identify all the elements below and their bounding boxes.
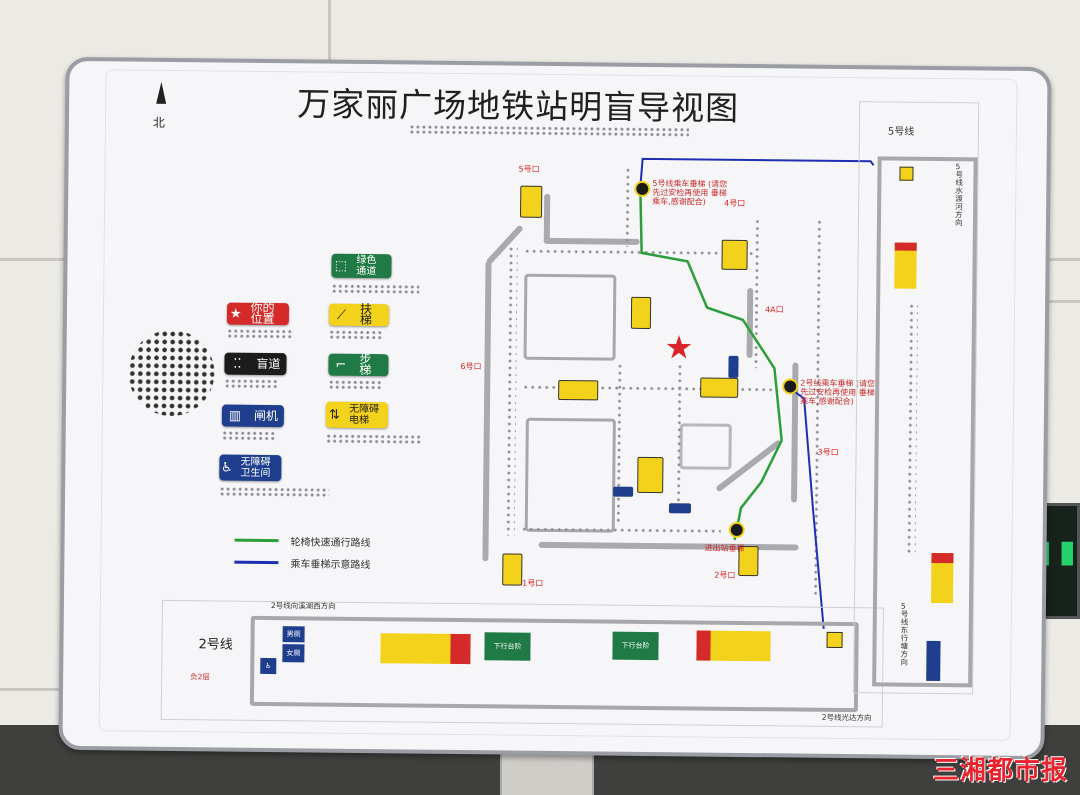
line2-direction-west: 2号线向溪湖西方向: [270, 601, 336, 611]
line5-elevator-note: 5号线乘车垂梯 (请您先过安检再使用 垂梯乘车,感谢配合): [652, 179, 728, 207]
wheelchair-route: [639, 186, 783, 541]
elevator-marker-icon: [728, 521, 745, 538]
line5-platform-panel: 5号线 5号线水渡河方向 5号线东行塘方向: [853, 101, 980, 695]
line2-platform-panel: 2号线 负2层 2号线向溪湖西方向 2号线光达方向 男厕 女厕 ♿ 下行台阶 下…: [160, 599, 884, 728]
exit-label: 6号口: [460, 362, 482, 372]
exit-label: 5号口: [518, 164, 540, 174]
exit-label: 1号口: [522, 578, 544, 588]
line2-direction-east: 2号线光达方向: [821, 712, 872, 723]
line5-label: 5号线: [887, 126, 915, 138]
line5-room: [926, 640, 941, 682]
elevator-marker-icon: [634, 180, 651, 197]
line5-track: [872, 156, 978, 688]
line2-floor: 负2层: [190, 672, 210, 682]
line2-room-male: 男厕: [282, 626, 305, 643]
line2-down-stairs: 下行台阶: [484, 632, 531, 661]
exit-elevator-note: 进出站垂梯: [704, 543, 745, 553]
elevator-marker-icon: [782, 378, 799, 395]
elevator-route: [789, 387, 825, 629]
tile-grout: [328, 0, 331, 62]
exit-label: 4A口: [764, 305, 784, 315]
line2-escalator-block: [380, 633, 471, 665]
line2-escalator-block: [696, 630, 771, 662]
your-position-star-icon: ★: [664, 328, 694, 367]
line2-elevator: [826, 631, 843, 649]
line5-elevator: [899, 166, 914, 181]
elevator-route: [639, 157, 875, 187]
route-overlay: [639, 157, 875, 629]
exit-label: 3号口: [817, 447, 839, 457]
line2-label: 2号线: [198, 637, 233, 653]
tactile-map-board: 北 万家丽广场地铁站明盲导视图 ★ 你的位置 ⁚⁚ 盲道 ▥ 闸机 ♿ 无障碍卫…: [58, 56, 1052, 761]
exit-label: 2号口: [714, 570, 736, 580]
watermark: 三湘都市报: [932, 756, 1068, 786]
line5-escalator-block: [894, 242, 917, 289]
line2-down-stairs-2: 下行台阶: [612, 631, 659, 661]
line5-escalator-block: [930, 552, 954, 604]
tile-grout: [0, 688, 70, 691]
wheelchair-icon: ♿: [260, 657, 277, 675]
line2-room-female: 女厕: [282, 644, 305, 663]
